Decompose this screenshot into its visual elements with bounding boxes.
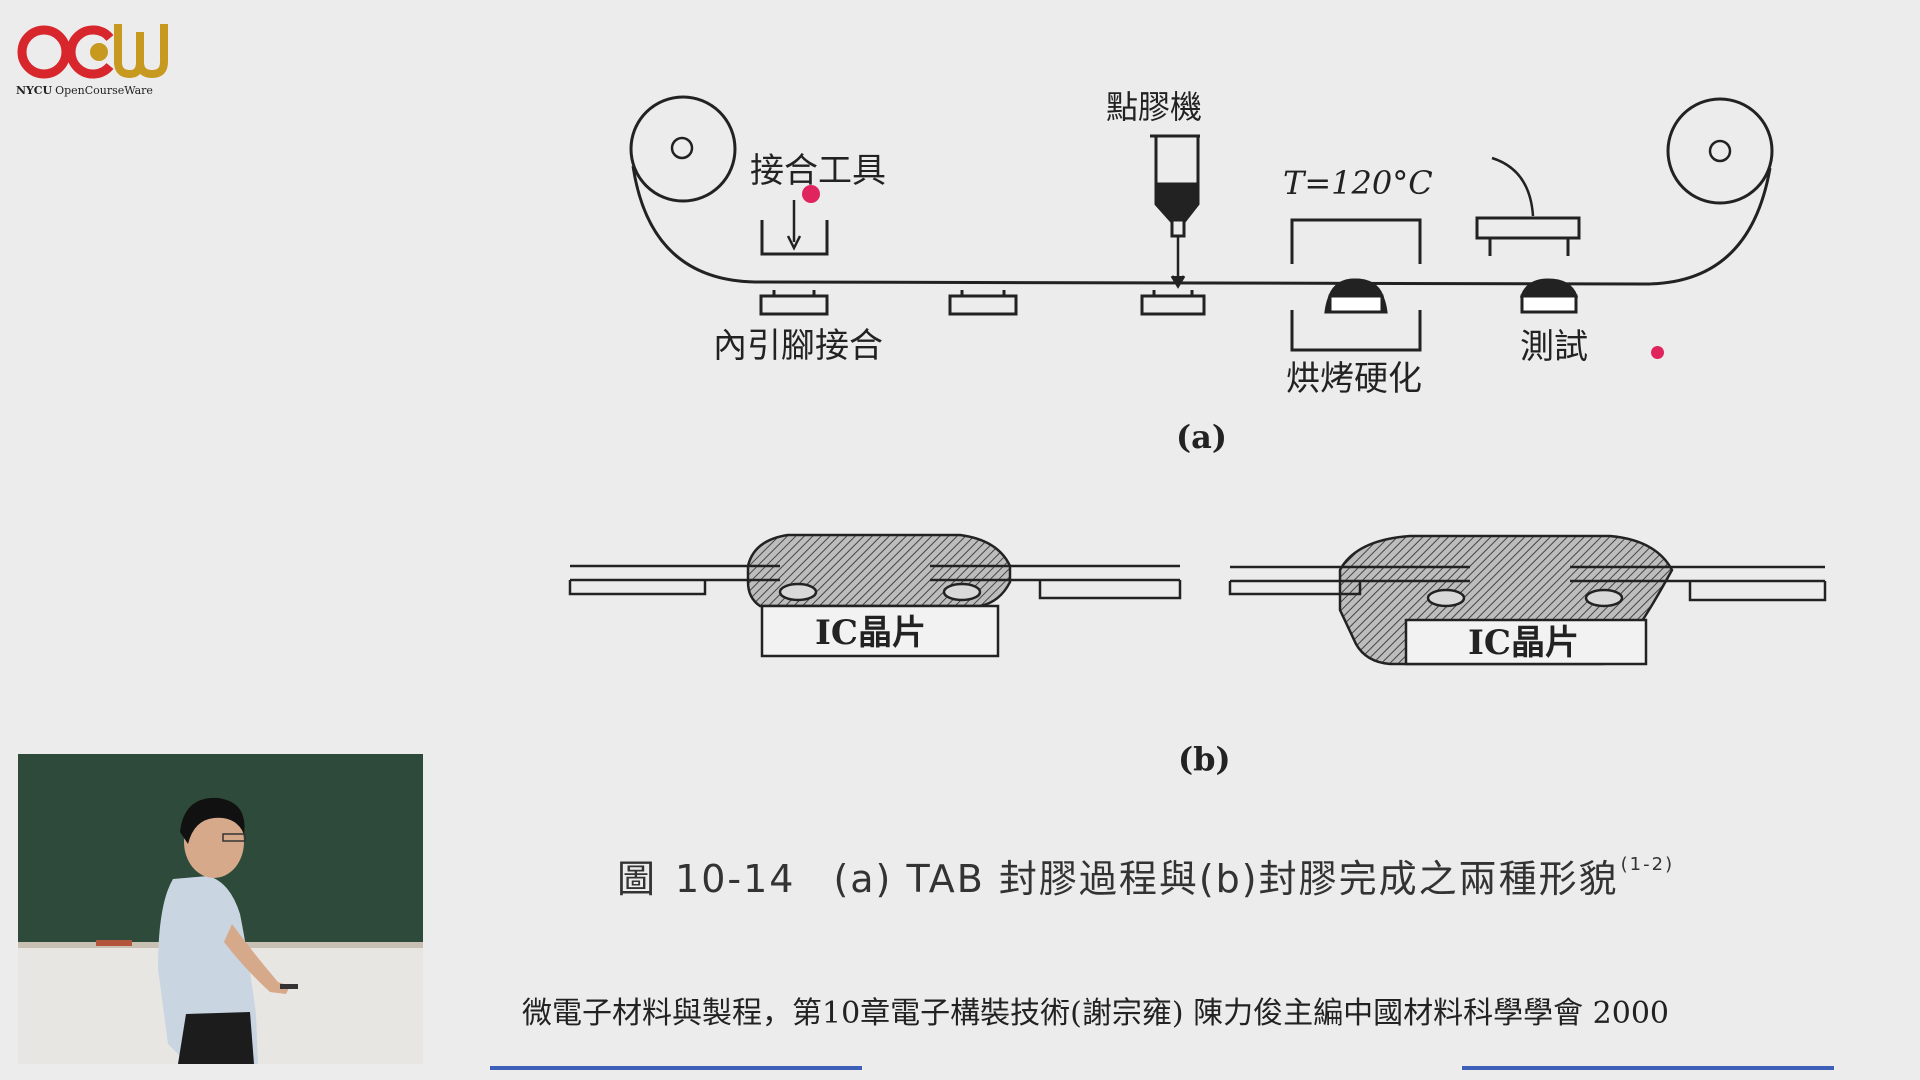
chip-label-left: IC晶片: [815, 613, 926, 653]
supply-reel: [629, 95, 737, 203]
figure-reference: (1-2): [1620, 854, 1675, 875]
dispenser-label: 點膠機: [1106, 88, 1202, 126]
lecturer-video-inset[interactable]: [18, 754, 423, 1064]
diagram-a: [629, 95, 1774, 352]
ocw-logo[interactable]: [14, 18, 174, 103]
dispenser-syringe: [1150, 134, 1200, 289]
tape-path: [631, 165, 1772, 286]
test-label: 測試: [1520, 327, 1588, 367]
panel-a-label: (a): [1176, 418, 1227, 456]
tab-encapsulation-diagram: 接合工具 點膠機 T=120°C 內引腳接合 烘烤硬化 測試 (a) IC晶片: [568, 88, 1827, 778]
curing-oven: [1290, 218, 1422, 352]
laser-pointer-dot: [802, 185, 820, 203]
chip-label-right: IC晶片: [1468, 623, 1579, 663]
figure-caption-text: (a) TAB 封膠過程與(b)封膠完成之兩種形貌: [833, 857, 1619, 901]
figure-caption: 圖 10-14 (a) TAB 封膠過程與(b)封膠完成之兩種形貌(1-2): [617, 848, 1674, 903]
temperature-label: T=120°C: [1283, 164, 1433, 202]
panel-b-label: (b): [1178, 740, 1231, 778]
package-3: [1140, 290, 1206, 316]
inner-lead-bonding-label: 內引腳接合: [713, 326, 883, 366]
progress-line-right: [1462, 1066, 1834, 1070]
bonding-tool-label: 接合工具: [750, 151, 886, 191]
laser-pointer-dot-secondary: [1651, 346, 1664, 359]
figure-number: 10-14: [675, 857, 796, 901]
diagram-b-left: [568, 533, 1182, 658]
test-probe: [1475, 156, 1581, 314]
package-2: [948, 290, 1018, 316]
source-citation: 微電子材料與製程，第10章電子構裝技術(謝宗雍) 陳力俊主編中國材料科學學會 2…: [522, 996, 1670, 1031]
figure-word: 圖: [617, 857, 658, 901]
progress-line-left: [490, 1066, 862, 1070]
bake-cure-label: 烘烤硬化: [1286, 359, 1422, 399]
diagram-b-right: [1228, 534, 1827, 666]
takeup-reel: [1666, 97, 1774, 205]
package-1: [759, 290, 829, 316]
